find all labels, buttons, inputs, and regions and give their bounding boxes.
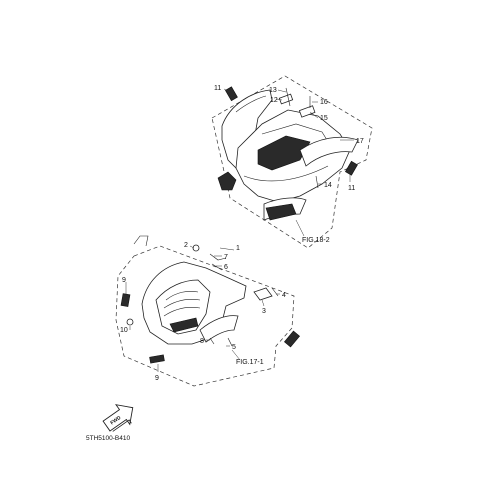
callout-13: 13 bbox=[269, 87, 277, 94]
fwd-arrow-icon: FWD bbox=[102, 404, 134, 432]
rear-fender-right-flare bbox=[299, 136, 359, 167]
callout-4: 4 bbox=[282, 292, 286, 299]
rear-fender-group bbox=[211, 75, 373, 249]
leader-2 bbox=[189, 245, 195, 249]
front-fender-lower-flare bbox=[199, 315, 239, 343]
part-9-clip-upper bbox=[120, 293, 131, 307]
front-fender-stripe-1 bbox=[165, 290, 199, 301]
part-3-panel bbox=[253, 287, 273, 301]
front-fender-stripe-3 bbox=[163, 306, 201, 317]
part-11-clip-lower bbox=[344, 160, 358, 176]
callout-2: 2 bbox=[184, 242, 188, 249]
leader-1 bbox=[219, 247, 235, 251]
leader-fig17 bbox=[231, 349, 241, 361]
callout-11-upper: 11 bbox=[214, 85, 221, 92]
fig-ref-front: FIG.17-1 bbox=[236, 359, 264, 366]
part-4-bolt bbox=[271, 287, 279, 297]
callout-9-upper: 9 bbox=[122, 277, 126, 284]
callout-5: 5 bbox=[232, 344, 236, 351]
part-6-screw bbox=[211, 263, 223, 271]
callout-12: 12 bbox=[270, 97, 278, 104]
diagram-code: 5TH5100-B410 bbox=[86, 435, 130, 442]
rear-boundary bbox=[211, 75, 373, 249]
callout-8: 8 bbox=[200, 338, 204, 345]
part-reflector bbox=[284, 330, 300, 348]
callout-11-lower: 11 bbox=[348, 185, 355, 192]
part-7-bracket bbox=[209, 253, 227, 261]
part-12-plate bbox=[278, 93, 294, 105]
leader-3 bbox=[261, 299, 265, 307]
callout-10: 10 bbox=[120, 327, 128, 334]
rear-fender-left-ridge bbox=[235, 95, 267, 113]
front-fender-group bbox=[115, 235, 300, 387]
part-5-screw bbox=[227, 337, 233, 347]
leader-fig18 bbox=[295, 219, 305, 237]
rear-fender-tray bbox=[257, 135, 311, 171]
fig-ref-rear: FIG.18-2 bbox=[302, 237, 330, 244]
front-fender-vent bbox=[169, 317, 199, 333]
leader-15 bbox=[309, 111, 319, 119]
fwd-label: FWD bbox=[109, 415, 122, 427]
front-fender-stripe-2 bbox=[163, 298, 201, 309]
callout-14: 14 bbox=[324, 182, 332, 189]
part-14-screw bbox=[315, 175, 319, 189]
callout-9-lower: 9 bbox=[155, 375, 159, 382]
part-15-plate bbox=[298, 105, 316, 118]
part-11-clip-upper bbox=[224, 86, 238, 102]
part-2-grommet bbox=[192, 244, 200, 252]
part-9-clip-lower bbox=[149, 354, 165, 364]
front-boundary bbox=[115, 245, 295, 387]
part-13-screw bbox=[285, 87, 291, 107]
callout-7: 7 bbox=[224, 254, 228, 261]
leader-13 bbox=[277, 89, 287, 93]
rear-fender-left-tab bbox=[217, 171, 237, 191]
rear-fender-inner-line-2 bbox=[243, 165, 329, 182]
callout-16: 16 bbox=[320, 99, 328, 106]
callout-3: 3 bbox=[262, 308, 266, 315]
callout-1: 1 bbox=[236, 245, 240, 252]
front-boundary-corner bbox=[133, 235, 149, 247]
rear-flap bbox=[265, 203, 297, 221]
callout-6: 6 bbox=[224, 264, 228, 271]
leader-11a bbox=[223, 88, 231, 93]
callout-17: 17 bbox=[356, 138, 364, 145]
leader-12 bbox=[275, 98, 283, 101]
callout-15: 15 bbox=[320, 115, 328, 122]
part-10-washer bbox=[126, 318, 134, 326]
part-8-screw bbox=[209, 337, 215, 345]
